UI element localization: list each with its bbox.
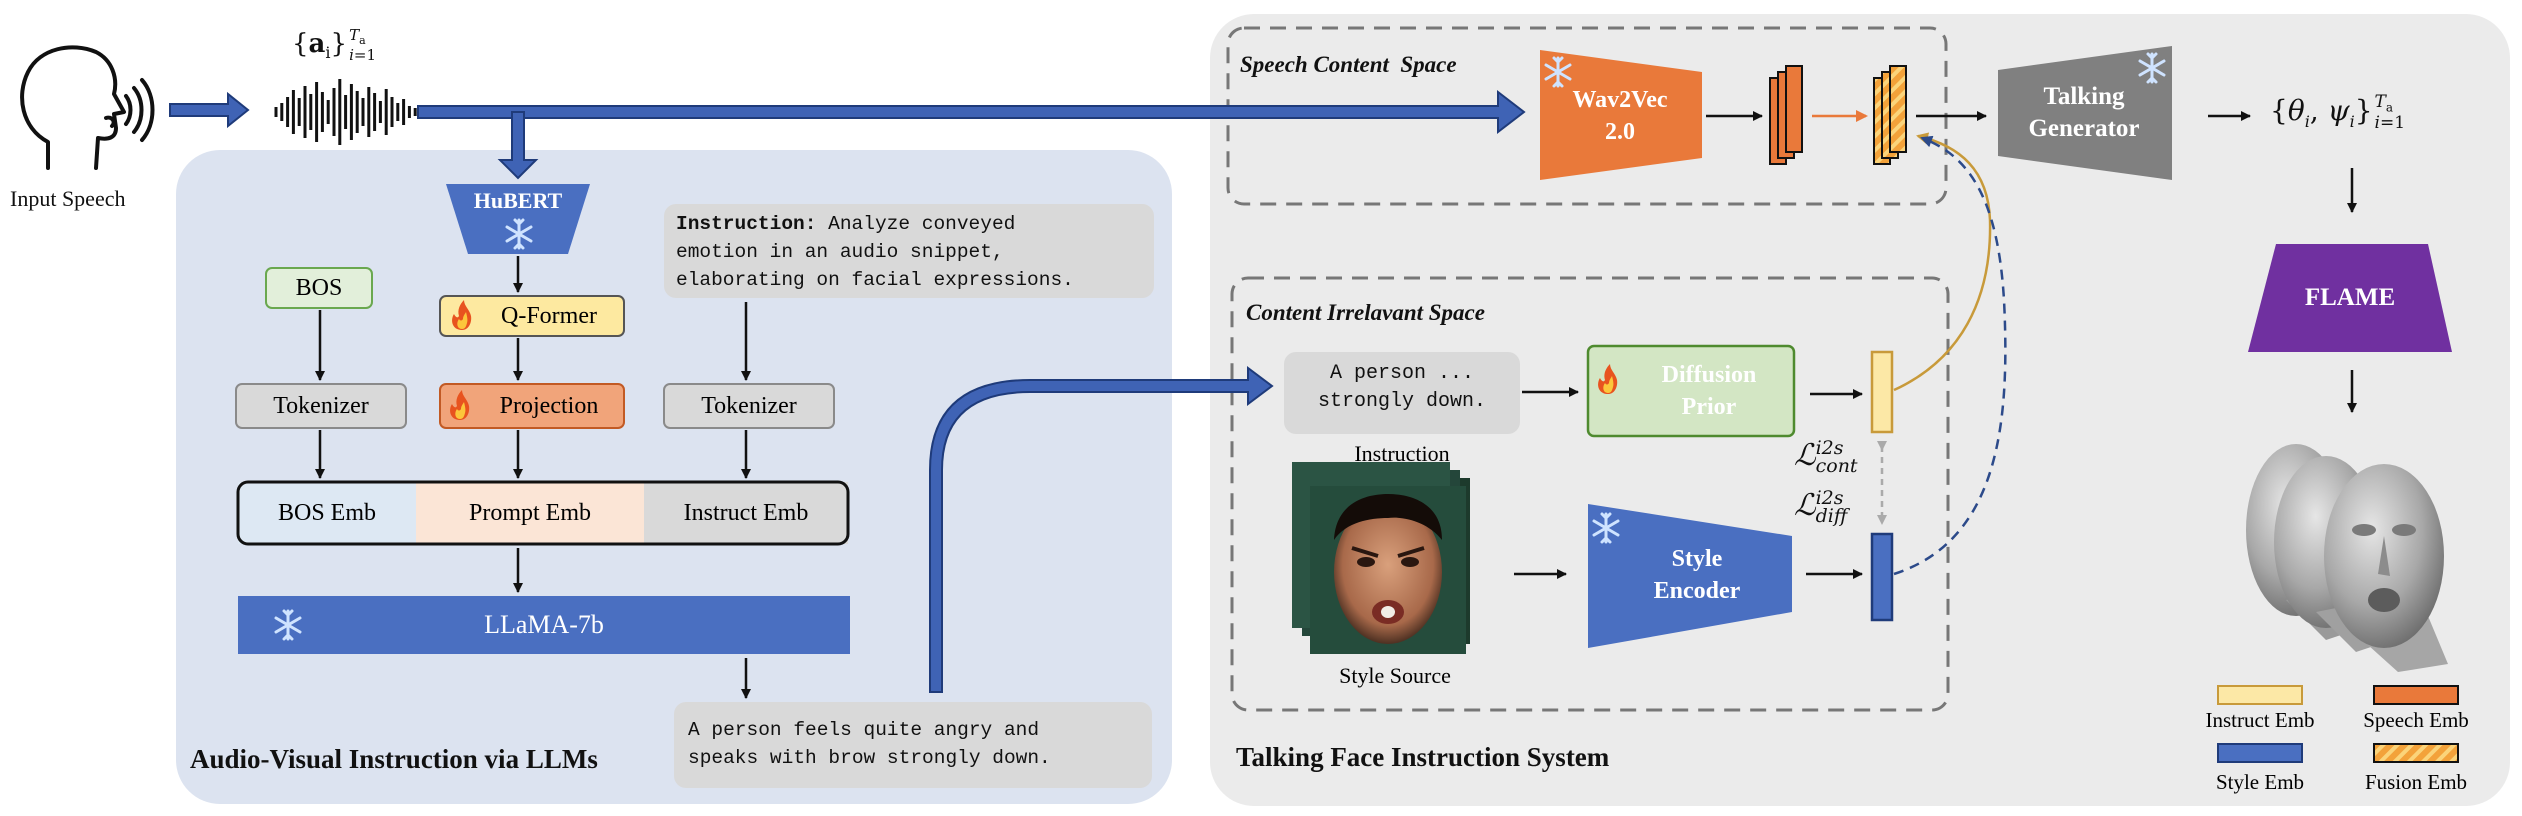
tokenizer-left-block: [235, 383, 407, 429]
instruct-emb-label: Instruct Emb: [683, 499, 809, 526]
instruction-text: Instruction: Analyze conveyed emotion in…: [676, 213, 1074, 291]
legend-instruct-swatch: [2217, 685, 2303, 705]
flame-label: FLAME: [2304, 284, 2396, 311]
llm-output-text: A person feels quite angry and speaks wi…: [688, 719, 1051, 769]
diffusion-prior-block: [1586, 344, 1796, 438]
speech-content-space-label: Speech Content Space: [1240, 52, 1457, 77]
instruct-emb-bar: [1870, 350, 1894, 434]
content-irrelevant-space-region: [1230, 276, 1950, 712]
instruct-emb-segment: [644, 482, 848, 544]
instruction-mini-text: A person ... strongly down.: [1317, 362, 1487, 413]
style-source-images: [1292, 462, 1470, 654]
llama-label: LLaMA-7b: [484, 610, 604, 639]
generator-output-arrows: [2208, 111, 2357, 413]
style-encoder-block: [1588, 504, 1792, 648]
speech-emb-stack: [1769, 65, 1803, 165]
audio-waveform: [274, 79, 417, 145]
style-emb-bar: [1870, 532, 1894, 622]
hubert-label: HuBERT: [473, 188, 563, 213]
llm-output-box: [674, 702, 1152, 788]
flame-mesh-heads: [2246, 444, 2448, 672]
right-panel-title: Talking Face Instruction System: [1236, 742, 1610, 772]
wav2vec-block: [1540, 50, 1702, 180]
legend-speech-swatch: [2373, 685, 2459, 705]
legend-fusion-swatch: [2373, 743, 2459, 763]
prompt-emb-segment: [416, 482, 644, 544]
style-source-caption: Style Source: [1339, 663, 1451, 688]
left-panel-title: Audio-Visual Instruction via LLMs: [190, 744, 598, 774]
llama-block: [238, 596, 850, 654]
tokenizer-right-block: [663, 383, 835, 429]
embedding-row: [236, 480, 850, 546]
instruction-transfer-arrow: [929, 366, 1274, 693]
legend-style-label: Style Emb: [2215, 769, 2305, 794]
left-panel-arrows: [315, 256, 751, 699]
input-speech-label: Input Speech: [10, 186, 126, 211]
prompt-emb-label: Prompt Emb: [468, 499, 591, 526]
flame-block: [2248, 244, 2452, 352]
tokenizer-right-label: Tokenizer: [701, 392, 797, 419]
speech-to-hubert-arrow: [497, 111, 539, 180]
bos-block: [265, 267, 373, 309]
legend-instruct-label: Instruct Emb: [2205, 707, 2315, 732]
qformer-label: Q-Former: [501, 302, 597, 329]
instruction-mini-box: [1284, 352, 1520, 434]
speech-to-wav2vec-arrow: [417, 89, 1526, 135]
input-arrow: [169, 91, 250, 129]
projection-label: Projection: [499, 392, 599, 419]
instruct-to-fusion-curve: [1893, 132, 1992, 392]
right-panel: [1210, 14, 2510, 806]
legend-fusion-label: Fusion Emb: [2364, 769, 2468, 794]
content-irrelevant-space-label: Content Irrelavant Space: [1246, 300, 1485, 325]
speaking-head-icon: [20, 45, 155, 170]
qformer-block: [439, 295, 625, 337]
legend-speech-label: Speech Emb: [2363, 707, 2469, 732]
projection-block: [439, 383, 625, 429]
bos-emb-segment: [238, 482, 416, 544]
instruction-box: [664, 204, 1154, 298]
bos-emb-label: BOS Emb: [277, 499, 376, 526]
instruction-caption: Instruction: [1354, 441, 1450, 466]
talking-generator-block: [1998, 46, 2172, 180]
bos-label: BOS: [295, 274, 343, 301]
tokenizer-left-label: Tokenizer: [273, 392, 369, 419]
fusion-emb-stack: [1873, 65, 1907, 165]
legend-style-swatch: [2217, 743, 2303, 763]
